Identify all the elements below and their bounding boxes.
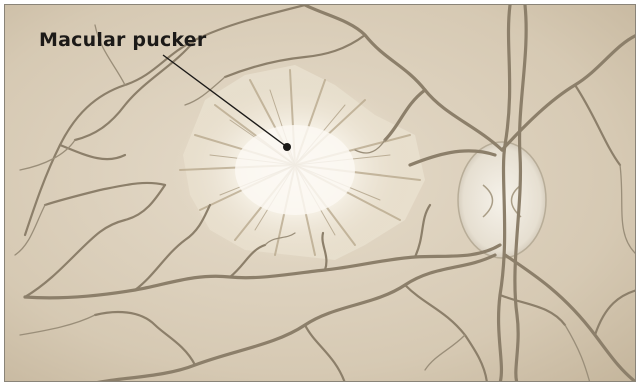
retina-drawing bbox=[5, 5, 636, 382]
callout-dot bbox=[283, 143, 291, 151]
optic-disc bbox=[458, 142, 546, 258]
fundus-illustration: Macular pucker bbox=[4, 4, 636, 382]
macular-pucker-label: Macular pucker bbox=[39, 29, 206, 51]
